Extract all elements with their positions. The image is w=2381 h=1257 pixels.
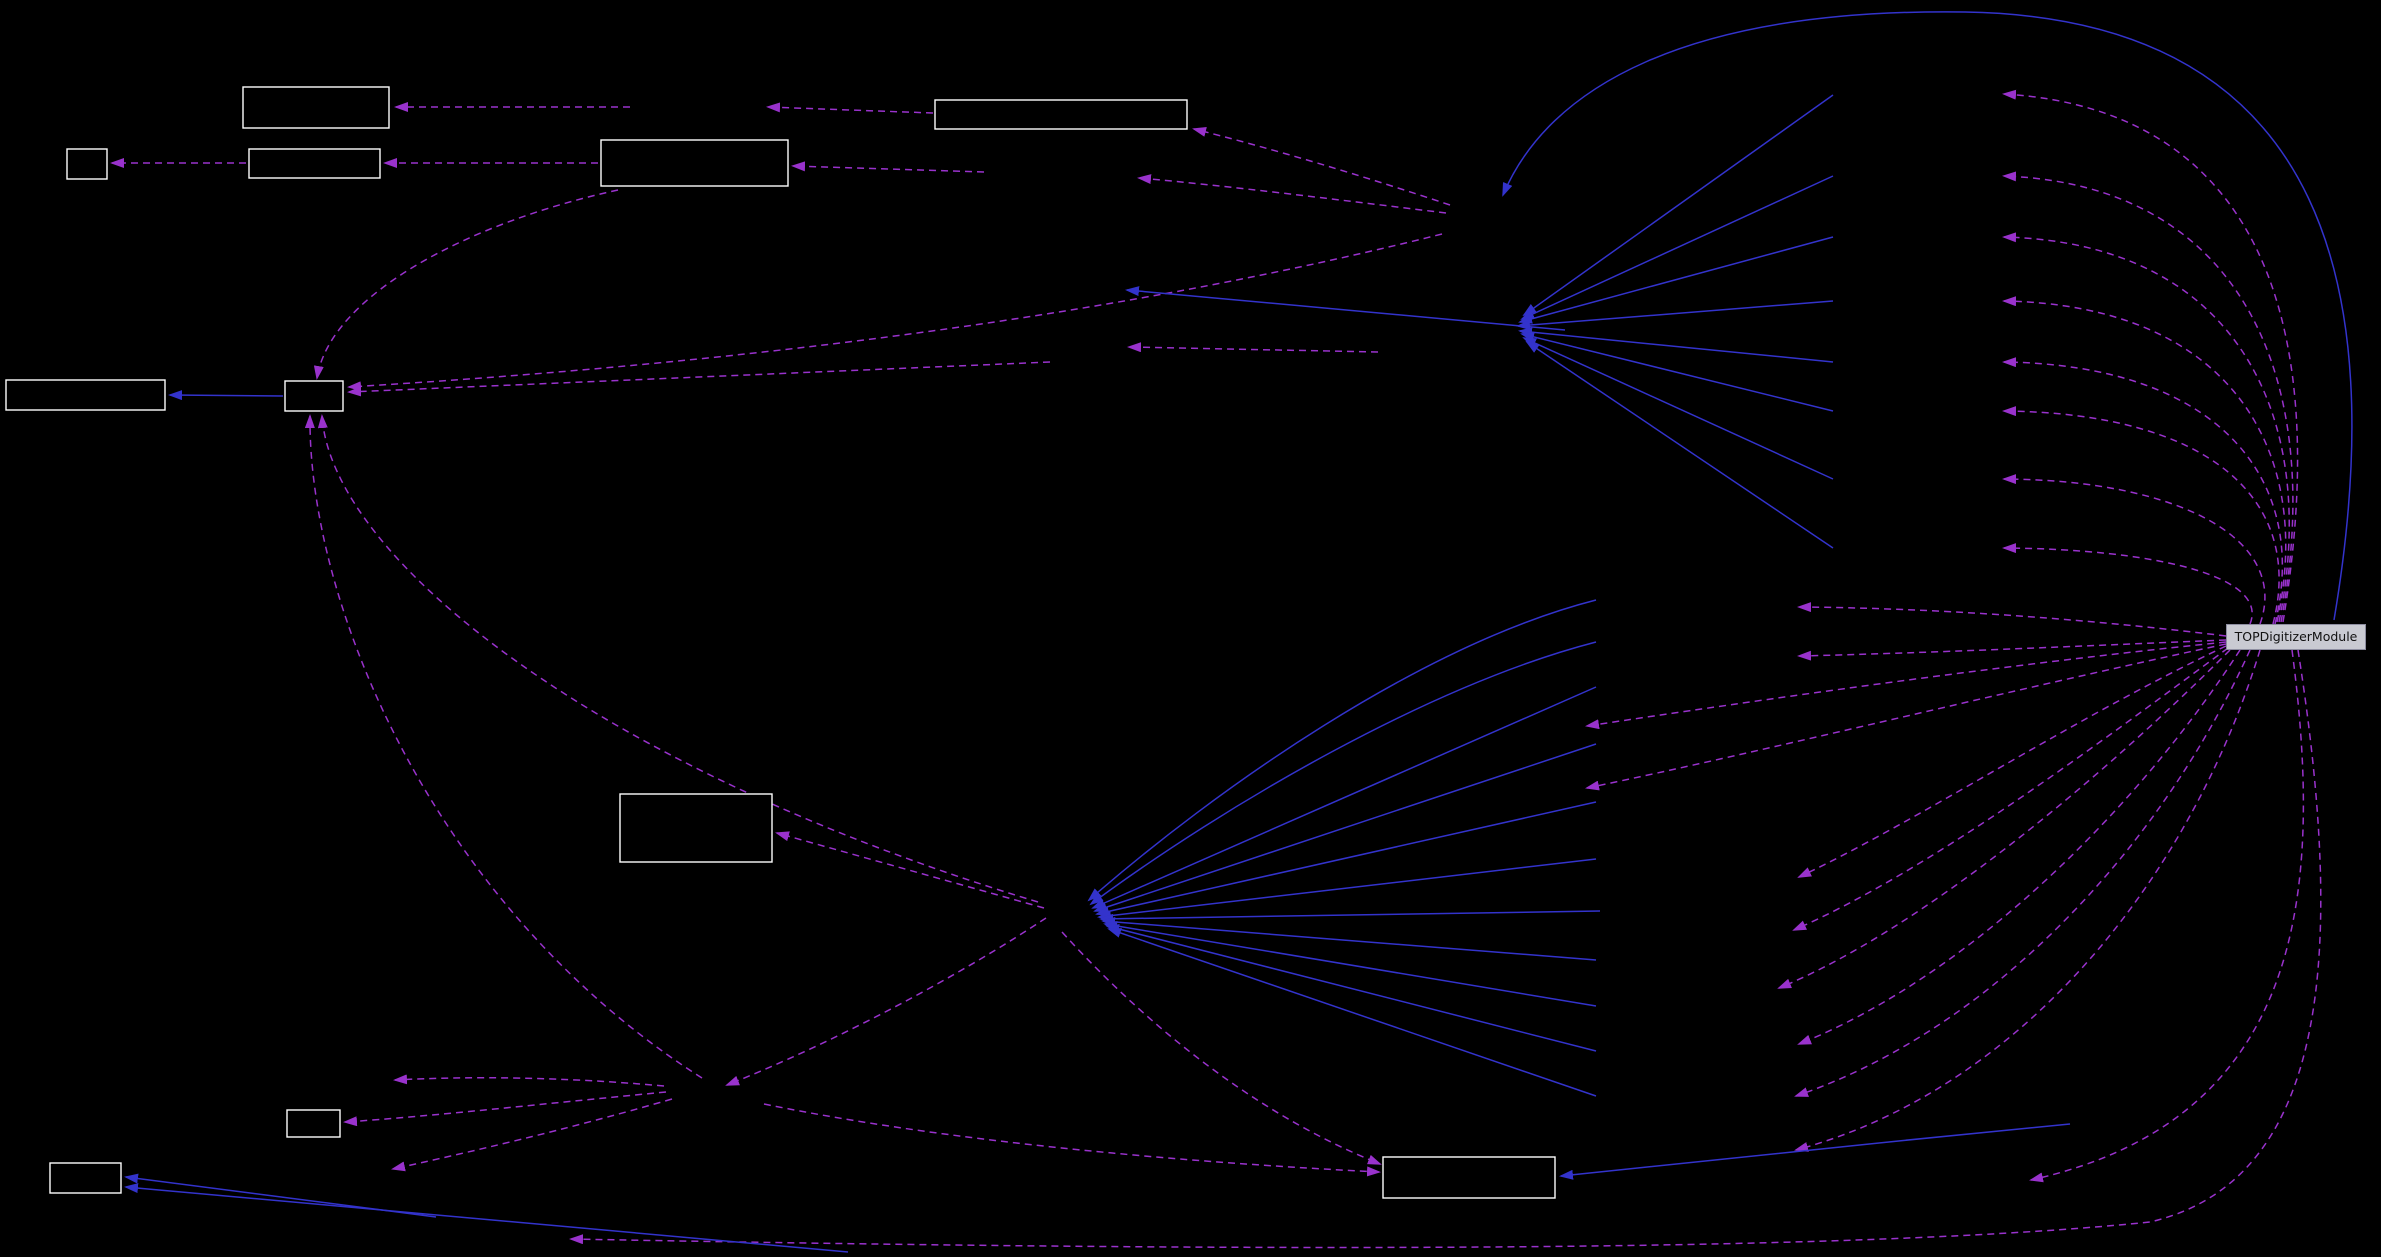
graph-edge-dashed [347,361,1051,397]
graph-edge-solid [1105,924,1597,1052]
graph-edge-solid [1101,916,1597,961]
graph-edge-dashed [1585,641,2227,730]
graph-edge-dashed [1794,649,2261,1152]
graph-edge-solid [1089,641,1597,906]
graph-node-box-10[interactable] [49,1162,122,1194]
graph-edge-solid [1559,1123,2071,1180]
graph-edge-solid [1103,921,1597,1007]
graph-edge-solid [1518,327,1834,363]
graph-edge-dashed [393,1074,665,1087]
graph-edge-dashed [1137,174,1447,214]
graph-edge-dashed [725,917,1047,1086]
graph-edge-dashed [313,189,619,380]
graph-edge-solid [1516,300,1834,331]
graph-edge-dashed [2002,543,2253,625]
graph-node-box-3[interactable] [248,148,381,179]
graph-edge-dashed [1797,645,2227,878]
graph-node-box-11[interactable] [1382,1156,1556,1199]
graph-edge-solid [1107,928,1597,1097]
graph-edge-dashed [1127,342,1379,353]
graph-edge-solid [1093,743,1597,912]
graph-edge-dashed [569,649,2322,1249]
graph-node-box-8[interactable] [619,793,773,863]
graph-edge-solid [1097,858,1597,921]
graph-edge-dashed [347,233,1443,392]
graph-node-box-4[interactable] [600,139,789,187]
graph-edge-solid [1087,599,1597,902]
graph-node-box-9[interactable] [286,1109,341,1138]
graph-edge-dashed [1797,649,2241,1045]
graph-node-box-2[interactable] [66,148,108,180]
graph-edge-dashed [391,1098,673,1172]
graph-node-box-5[interactable] [934,99,1188,130]
graph-edge-solid [1099,910,1601,924]
graph-edge-dashed [1192,127,1451,206]
graph-edge-solid [1095,801,1597,917]
graph-edge-solid [1525,340,1834,549]
graph-edge-solid [1518,236,1834,324]
graph-edge-dashed [1777,649,2231,989]
graph-edge-solid [1520,175,1834,320]
graph-edge-dashed [763,1103,1381,1177]
graph-edge-dashed [2002,89,2299,623]
graph-edge-dashed [2029,649,2305,1183]
graph-edge-dashed [1797,602,2227,637]
graph-edge-solid [168,390,284,401]
graph-node-box-7[interactable] [284,380,344,412]
graph-edge-dashed [304,414,703,1079]
graph-edge-dashed [2002,474,2266,625]
graph-edge-dashed [317,414,1039,903]
graph-node-box-1[interactable] [242,86,390,129]
graph-edge-solid [1091,686,1597,909]
node-topdigitizermodule[interactable]: TOPDigitizerModule [2226,624,2366,650]
graph-edge-dashed [1797,639,2227,661]
graph-edge-dashed [1061,931,1382,1165]
graph-edge-dashed [775,831,1045,909]
graph-edge-solid [1522,94,1834,317]
graph-edge-dashed [2002,232,2290,623]
graph-edge-solid [1520,332,1834,412]
graph-edge-solid [1502,11,2353,621]
graph-edge-dashed [2002,171,2294,623]
graph-edge-solid [124,1183,849,1253]
graph-edge-dashed [791,161,985,173]
graph-edge-dashed [2002,357,2284,625]
graph-node-box-6[interactable] [5,379,166,411]
graph-edge-dashed [1585,643,2227,791]
graph-edge-dashed [1792,647,2229,931]
graph-edge-dashed [766,102,934,114]
graph-edge-solid [1125,286,1566,331]
graph-edge-solid [1522,337,1834,480]
graph-edge-dashed [1794,649,2251,1097]
graph-edge-dashed [2002,406,2280,625]
graph-edge-dashed [343,1091,667,1127]
graph-edge-dashed [2002,296,2287,623]
